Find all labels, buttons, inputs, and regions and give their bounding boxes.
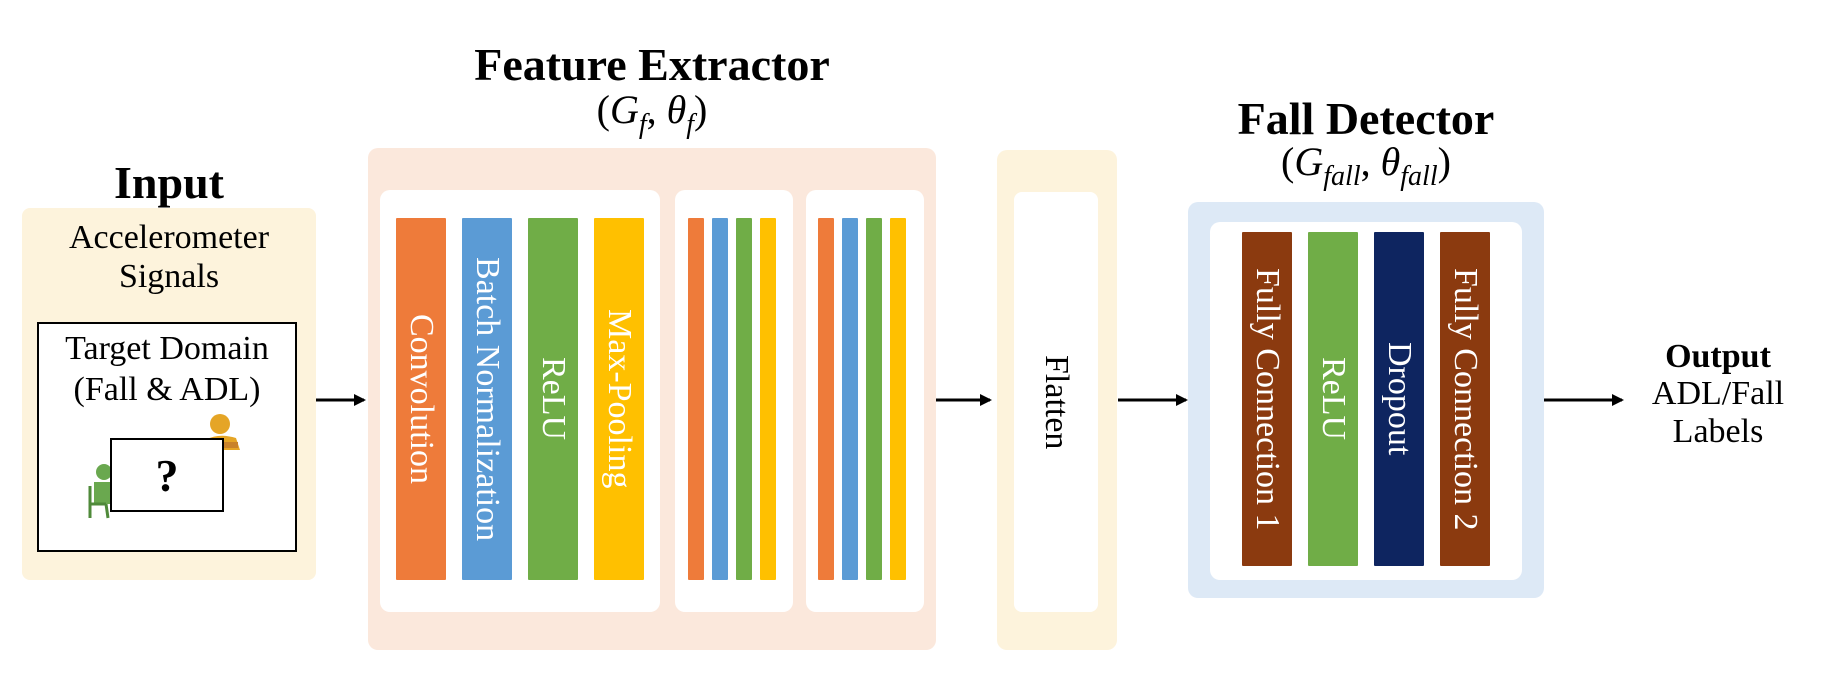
fully-connection-1-label: Fully Connection 1 — [1249, 267, 1286, 531]
fully-connection-2-label: Fully Connection 2 — [1447, 267, 1484, 531]
fe-param-g: G — [609, 87, 639, 132]
input-subtitle-line2: Signals — [118, 258, 220, 295]
fully-connection-2-layer: Fully Connection 2 — [1440, 232, 1490, 566]
fully-connection-1-layer: Fully Connection 1 — [1242, 232, 1292, 566]
block2-relu-bar — [736, 218, 752, 580]
target-domain-line1: Target Domain — [65, 330, 269, 367]
output-line2: Labels — [1672, 412, 1764, 450]
block2-pool-bar — [760, 218, 776, 580]
block3-relu-bar — [866, 218, 882, 580]
feature-extractor-params: (Gf, θf) — [596, 87, 708, 140]
block2-conv-bar — [688, 218, 704, 580]
fd-param-g: G — [1294, 139, 1324, 184]
input-title: Input — [114, 157, 224, 208]
dropout-layer: Dropout — [1374, 232, 1424, 566]
batch-normalization-layer: Batch Normalization — [462, 218, 512, 580]
fall-detector-params: (Gfall, θfall) — [1281, 139, 1451, 192]
flatten-label: Flatten — [1038, 354, 1075, 450]
unknown-label-box: ? — [110, 438, 224, 512]
batch-normalization-label: Batch Normalization — [469, 256, 506, 542]
target-domain-line2: (Fall & ADL) — [73, 371, 261, 409]
relu-layer: ReLU — [528, 218, 578, 580]
max-pooling-label: Max-Pooling — [601, 309, 638, 489]
max-pooling-layer: Max-Pooling — [594, 218, 644, 580]
fd-param-theta: θ — [1380, 139, 1401, 184]
output-label: Output ADL/Fall Labels — [1628, 338, 1808, 450]
block3-pool-bar — [890, 218, 906, 580]
block3-conv-bar — [818, 218, 834, 580]
fe-param-theta: θ — [666, 87, 687, 132]
target-domain-box — [37, 322, 297, 552]
relu-label: ReLU — [535, 357, 572, 441]
fd-relu-label: ReLU — [1315, 357, 1352, 441]
flatten-layer: Flatten — [1014, 192, 1098, 612]
output-title: Output — [1665, 338, 1771, 375]
block3-bn-bar — [842, 218, 858, 580]
convolution-layer: Convolution — [396, 218, 446, 580]
input-subtitle-line1: Accelerometer — [68, 219, 270, 256]
feature-extractor-title: Feature Extractor — [474, 39, 830, 90]
question-mark: ? — [155, 449, 179, 501]
output-line1: ADL/Fall — [1651, 375, 1785, 413]
fd-param-theta-sub: fall — [1400, 160, 1438, 192]
fe-param-theta-sub: f — [686, 108, 695, 140]
target-domain-label: Target Domain (Fall & ADL) — [37, 328, 297, 411]
block2-bn-bar — [712, 218, 728, 580]
convolution-label: Convolution — [403, 313, 440, 485]
fd-relu-layer: ReLU — [1308, 232, 1358, 566]
dropout-label: Dropout — [1381, 342, 1418, 456]
fall-detector-title: Fall Detector — [1237, 93, 1495, 144]
fe-param-g-sub: f — [638, 108, 647, 140]
fd-param-g-sub: fall — [1323, 160, 1361, 192]
